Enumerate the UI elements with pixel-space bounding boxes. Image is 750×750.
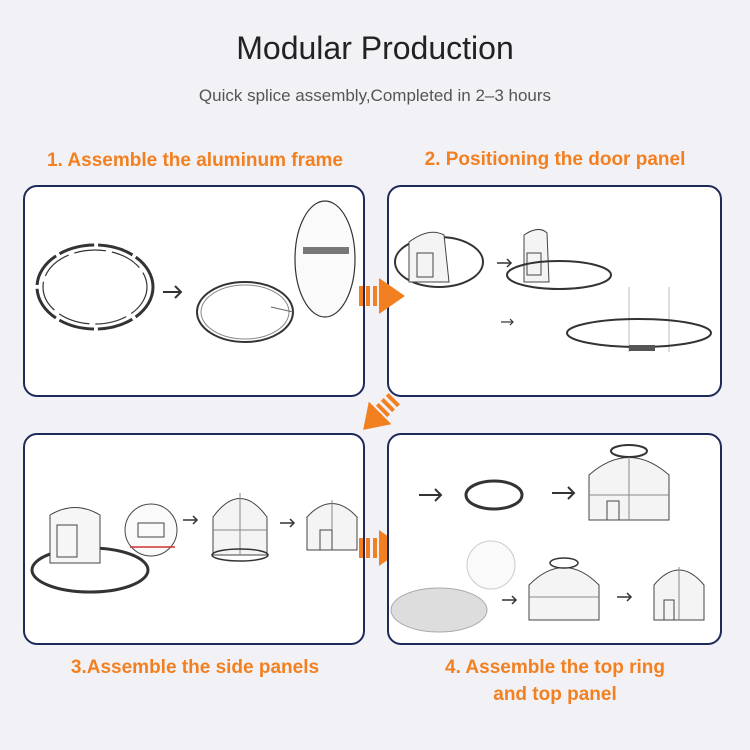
door-panel-illustration	[394, 229, 712, 352]
arrow-icon	[552, 486, 576, 500]
arrow-icon	[617, 592, 633, 602]
arrow-icon	[497, 258, 513, 268]
aluminum-frame-illustration	[35, 200, 356, 343]
arrow-icon	[419, 488, 443, 502]
step-4-panel	[387, 433, 722, 645]
arrow-icon	[183, 515, 199, 525]
step-1-label: 1. Assemble the aluminum frame	[46, 150, 343, 171]
step-4-label-line1: 4. Assemble the top ring	[445, 657, 665, 678]
step-1-panel	[23, 185, 365, 397]
arrow-icon	[280, 518, 296, 528]
step-arrow-1-to-2	[359, 278, 405, 314]
arrow-icon	[501, 318, 514, 326]
top-ring-illustration	[390, 444, 705, 633]
step-2-label: 2. Positioning the door panel	[424, 149, 686, 170]
step-3-label: 3.Assemble the side panels	[70, 657, 320, 678]
arrow-icon	[163, 285, 183, 299]
step-4-label-line2: and top panel	[493, 684, 617, 705]
step-3-panel	[23, 433, 365, 645]
step-arrow-2-to-3	[363, 393, 400, 430]
arrow-icon	[502, 595, 518, 605]
page-subtitle: Quick splice assembly,Completed in 2–3 h…	[198, 86, 552, 105]
page-title: Modular Production	[236, 30, 514, 66]
side-panels-illustration	[30, 493, 358, 594]
step-2-panel	[387, 185, 722, 397]
